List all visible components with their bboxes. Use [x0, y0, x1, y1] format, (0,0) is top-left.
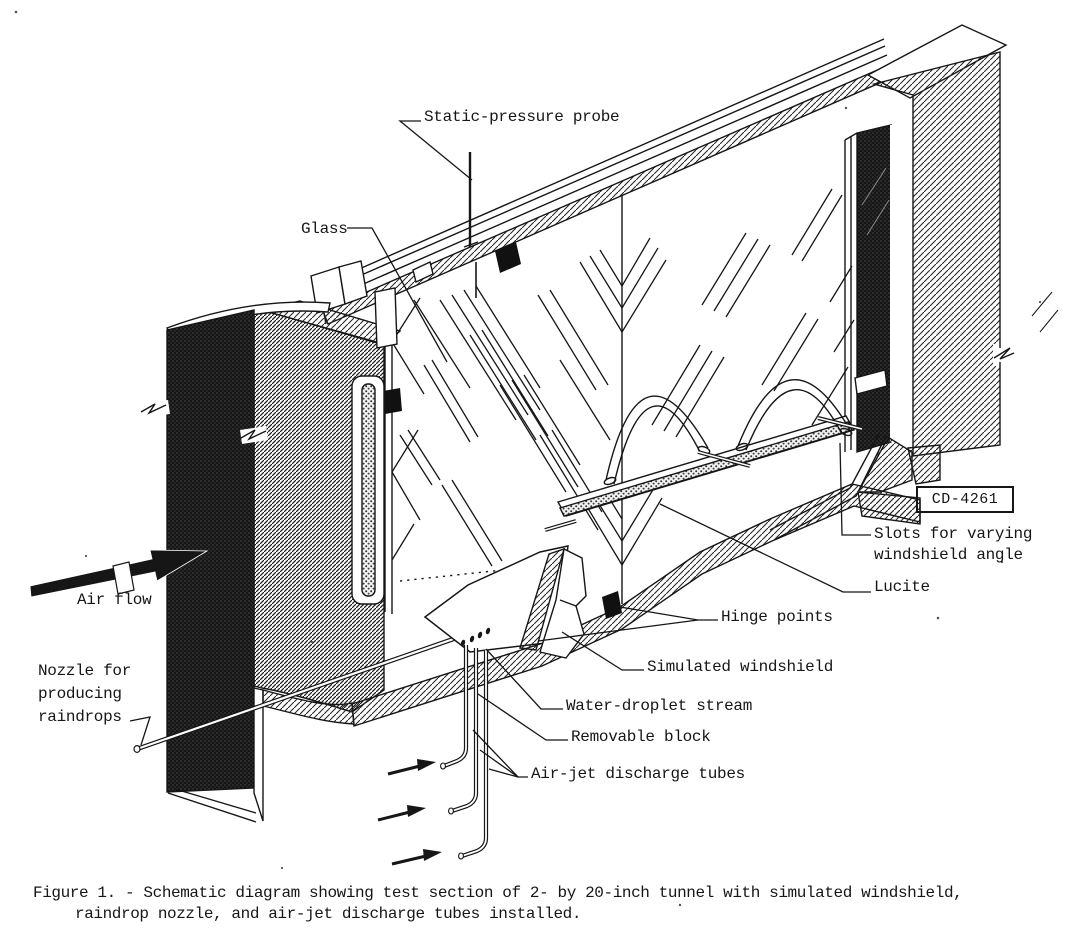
leader-slots	[839, 442, 871, 536]
wall-face	[871, 51, 1014, 457]
label-slots-line1: Slots for varying	[874, 525, 1033, 543]
raindrop-nozzle	[133, 632, 466, 753]
label-slots-line2: windshield angle	[874, 546, 1023, 564]
part-id-box: CD-4261	[916, 486, 1014, 513]
figure-caption-line1: Figure 1. - Schematic diagram showing te…	[33, 884, 963, 902]
label-nozzle-line3: raindrops	[38, 708, 122, 726]
figure-caption-line2: raindrop nozzle, and air-jet discharge t…	[75, 905, 582, 923]
static-pressure-probe	[463, 152, 479, 298]
leader-nozzle	[129, 716, 151, 746]
floor-rail	[351, 483, 921, 727]
leader-removable-block	[477, 693, 568, 741]
hinge-block	[602, 591, 622, 619]
slot-straps	[603, 379, 853, 486]
leader-static-pressure-probe	[398, 120, 473, 181]
glass-panel	[383, 188, 855, 614]
label-hinge-points: Hinge points	[721, 608, 833, 626]
label-removable-block: Removable block	[571, 728, 711, 746]
paper-specks	[14, 10, 1042, 907]
right-wall	[844, 24, 1059, 485]
leader-lines	[129, 120, 871, 778]
label-static-pressure-probe: Static-pressure probe	[424, 108, 620, 126]
label-lucite: Lucite	[874, 578, 930, 596]
label-nozzle-line2: producing	[38, 685, 122, 703]
air-jet-discharge-tubes	[440, 645, 489, 860]
part-id-text: CD-4261	[931, 491, 999, 508]
label-simulated-windshield: Simulated windshield	[647, 658, 834, 676]
leader-simulated-windshield	[561, 631, 644, 671]
air-jet-flow-arrows	[377, 759, 442, 866]
wall-bottom-tab	[907, 444, 941, 485]
leader-air-jet-1	[472, 729, 528, 778]
inlet-bell	[140, 287, 402, 823]
leader-glass	[347, 227, 448, 363]
leader-lucite	[659, 503, 871, 593]
leader-hinge-2	[537, 619, 699, 642]
label-air-jet-tubes: Air-jet discharge tubes	[531, 765, 745, 783]
leader-air-jet-2	[479, 749, 519, 778]
windshield-shaft	[559, 421, 853, 517]
label-water-droplet-stream: Water-droplet stream	[566, 697, 753, 715]
glass-clamp	[383, 388, 402, 414]
air-flow-arrow	[29, 549, 209, 598]
dark-opening	[856, 124, 892, 453]
label-glass: Glass	[301, 220, 348, 238]
leader-water-droplet	[485, 648, 563, 710]
top-rail	[310, 38, 892, 325]
rail-clamp	[495, 242, 521, 273]
water-droplets	[460, 627, 491, 647]
label-nozzle-line1: Nozzle for	[38, 662, 132, 680]
leader-air-jet-3	[488, 768, 519, 778]
label-air-flow: Air flow	[77, 591, 152, 609]
simulated-windshield	[519, 547, 587, 659]
